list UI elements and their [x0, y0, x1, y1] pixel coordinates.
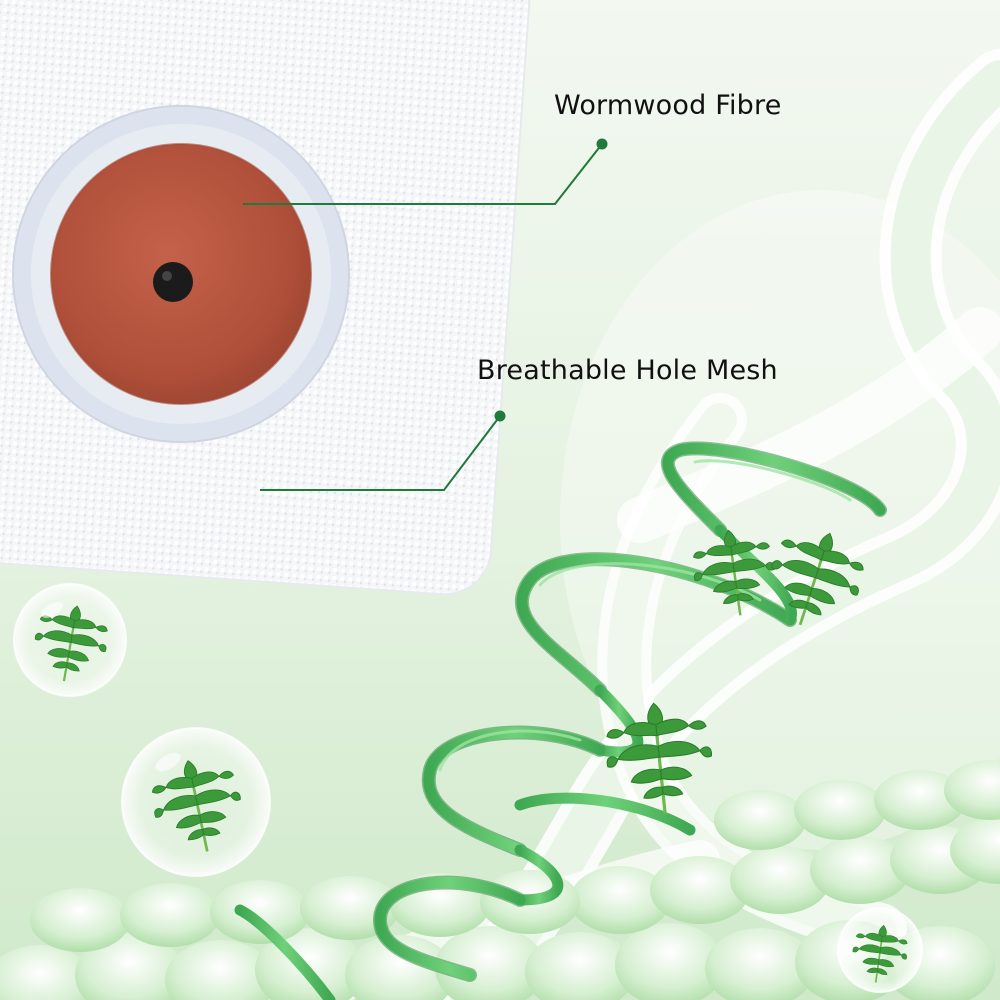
patch: [0, 0, 531, 596]
callout-label-breathable-hole-mesh: Breathable Hole Mesh: [477, 355, 778, 386]
callout-mesh-line: [260, 415, 501, 491]
callout-label-wormwood-fibre: Wormwood Fibre: [554, 90, 782, 121]
callout-wormwood-line: [243, 143, 603, 205]
center-dot: [153, 262, 193, 302]
callout-dot-icon: [596, 138, 608, 150]
bubble-icon: [13, 583, 923, 993]
soft-texture-bumps: [0, 760, 1000, 1000]
callout-dot-icon: [494, 410, 506, 422]
spring-coil-icon: [234, 441, 887, 1000]
